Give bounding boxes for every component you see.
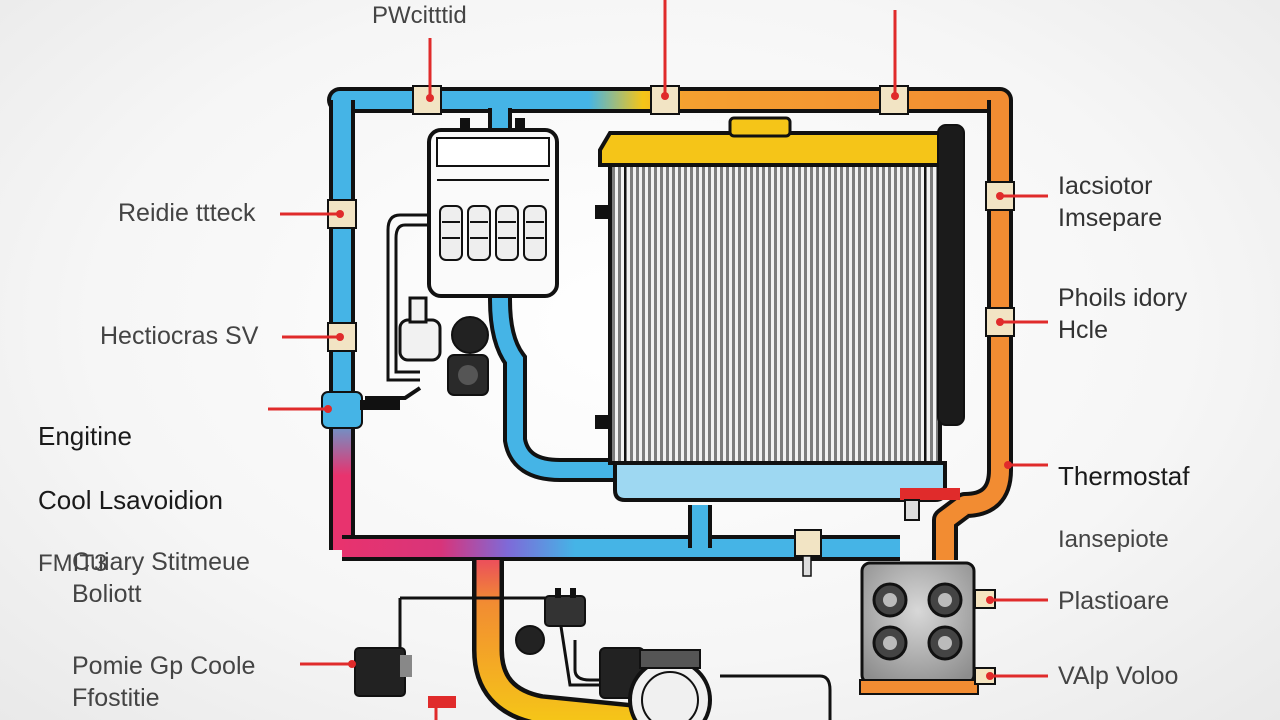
label-left-1: Reidie ttteck	[118, 199, 256, 227]
pipe-loop	[321, 85, 1015, 720]
label-right-1: Iacsiotor Imsepare	[1058, 172, 1163, 232]
label-right-3-group: Thermostaf Iansepiote	[1058, 428, 1190, 588]
label-right-4: Plastioare	[1058, 587, 1170, 615]
label-right-5: VAlp Voloo	[1058, 662, 1179, 690]
label-left-2: Hectiocras SV	[100, 322, 259, 350]
label-right-3-line2: Iansepiote	[1058, 526, 1169, 553]
expansion-tank	[427, 118, 559, 298]
label-top-center: PWcitttid	[372, 2, 467, 29]
radiator	[595, 116, 965, 521]
label-engine-group: Engitine Cool Lsavoidion FMIT3	[38, 388, 223, 612]
label-engine-line1: Engitine	[38, 421, 132, 451]
water-pump	[354, 588, 832, 720]
label-right-2: Phoils idory Hcle	[1058, 284, 1188, 344]
label-left-4: Cuiary Stitmeue Boliott	[72, 548, 250, 608]
engine-block	[802, 555, 996, 695]
label-left-5: Pomie Gp Coole Ffostitie	[72, 652, 256, 712]
label-engine-line3: FMIT3	[38, 550, 108, 577]
leader-lines	[268, 0, 1048, 720]
label-right-3-line1: Thermostaf	[1058, 461, 1190, 491]
heater-valve-assembly	[365, 213, 489, 400]
label-engine-line2: Cool Lsavoidion	[38, 485, 224, 515]
